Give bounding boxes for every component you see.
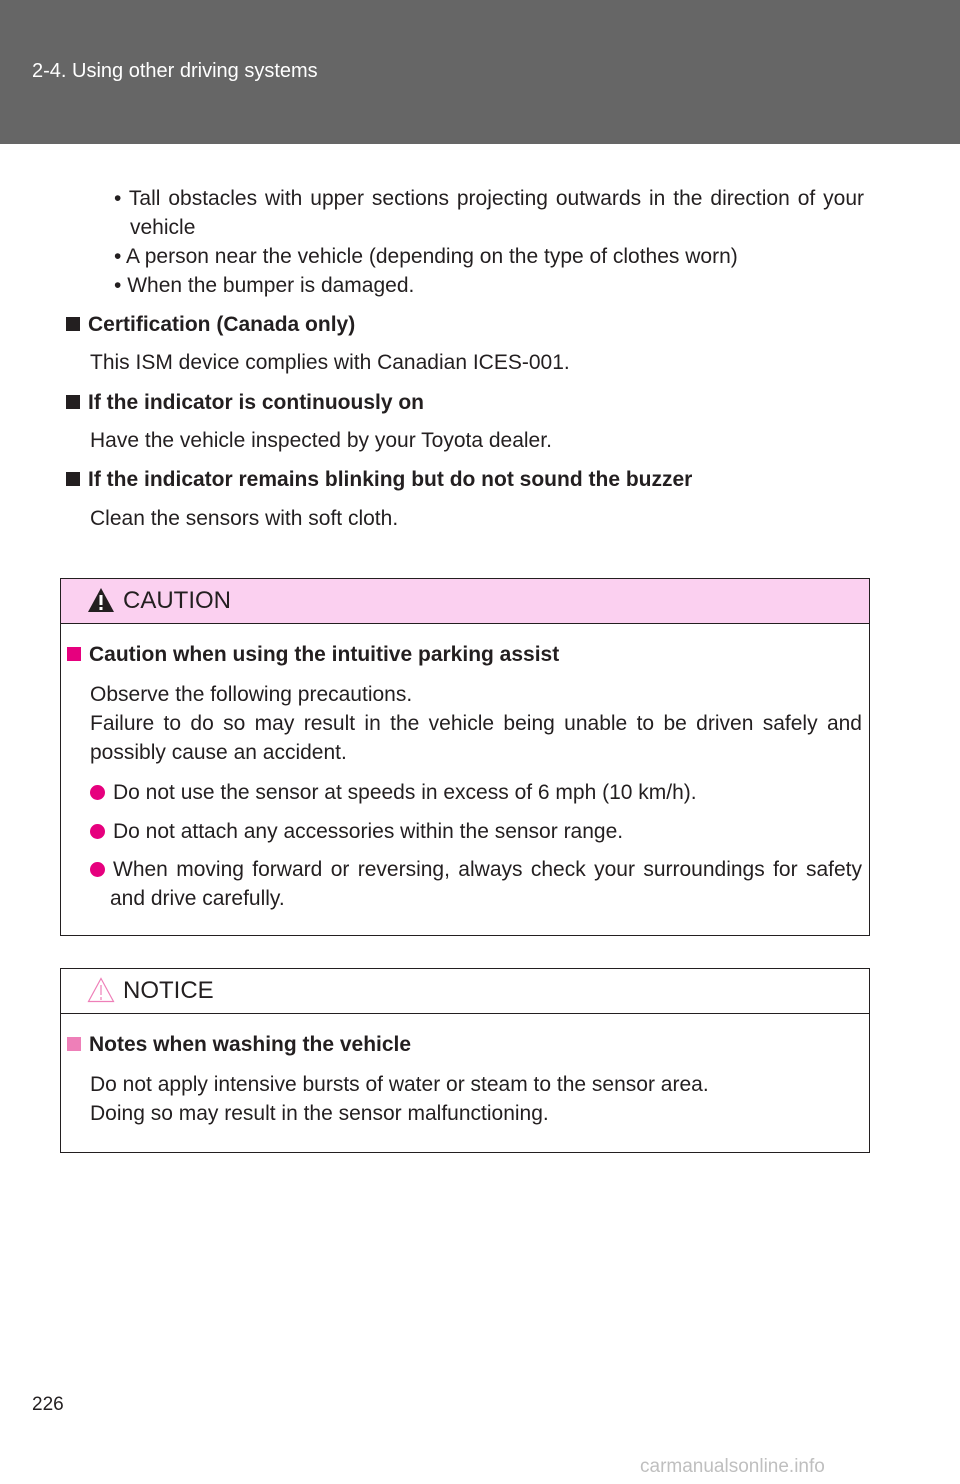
caution-item: Do not attach any accessories within the… [90, 817, 623, 846]
notice-heading: Notes when washing the vehicle [67, 1030, 411, 1059]
section-heading: If the indicator is continuously on [66, 388, 424, 417]
bullet-item: • When the bumper is damaged. [114, 274, 415, 297]
bullet-text: When the bumper is damaged. [127, 274, 415, 297]
dot-bullet-icon [90, 785, 105, 800]
notice-box: NOTICE Notes when washing the vehicle Do… [60, 968, 870, 1153]
notice-title: NOTICE [123, 977, 214, 1004]
square-bullet-icon [67, 1037, 81, 1051]
square-bullet-icon [66, 472, 80, 486]
square-bullet-icon [67, 647, 81, 661]
section-title: 2-4. Using other driving systems [32, 60, 318, 82]
warning-icon [88, 588, 114, 612]
square-bullet-icon [66, 395, 80, 409]
bullet-text: A person near the vehicle (depending on … [126, 245, 738, 268]
square-bullet-icon [66, 317, 80, 331]
dot-bullet-icon [90, 824, 105, 839]
page-number: 226 [32, 1394, 64, 1415]
section-body: This ISM device complies with Canadian I… [90, 351, 570, 374]
caution-heading: Caution when using the intuitive parking… [67, 640, 559, 669]
bullet-item: • A person near the vehicle (depending o… [114, 245, 738, 268]
notice-text: Doing so may result in the sensor malfun… [90, 1102, 549, 1125]
caution-header: CAUTION [61, 579, 869, 624]
caution-title: CAUTION [123, 587, 231, 614]
caution-intro: Failure to do so may result in the vehic… [90, 712, 862, 764]
bullet-item: • Tall obstacles with upper sections pro… [114, 187, 864, 239]
warning-outline-icon [87, 977, 115, 1003]
caution-box: CAUTION Caution when using the intuitive… [60, 578, 870, 936]
caution-intro: Observe the following precautions. [90, 683, 413, 706]
section-body: Have the vehicle inspected by your Toyot… [90, 429, 552, 452]
section-heading: Certification (Canada only) [66, 310, 355, 339]
watermark: carmanualsonline.info [640, 1456, 825, 1477]
section-body: Clean the sensors with soft cloth. [90, 507, 399, 530]
caution-item: Do not use the sensor at speeds in exces… [90, 778, 697, 807]
notice-text: Do not apply intensive bursts of water o… [90, 1073, 709, 1096]
notice-header: NOTICE [61, 969, 869, 1014]
caution-item: When moving forward or reversing, always… [90, 855, 862, 913]
page-header: 2-4. Using other driving systems [0, 0, 960, 144]
bullet-text: Tall obstacles with upper sections proje… [128, 187, 864, 239]
dot-bullet-icon [90, 862, 105, 877]
section-heading: If the indicator remains blinking but do… [66, 465, 692, 494]
